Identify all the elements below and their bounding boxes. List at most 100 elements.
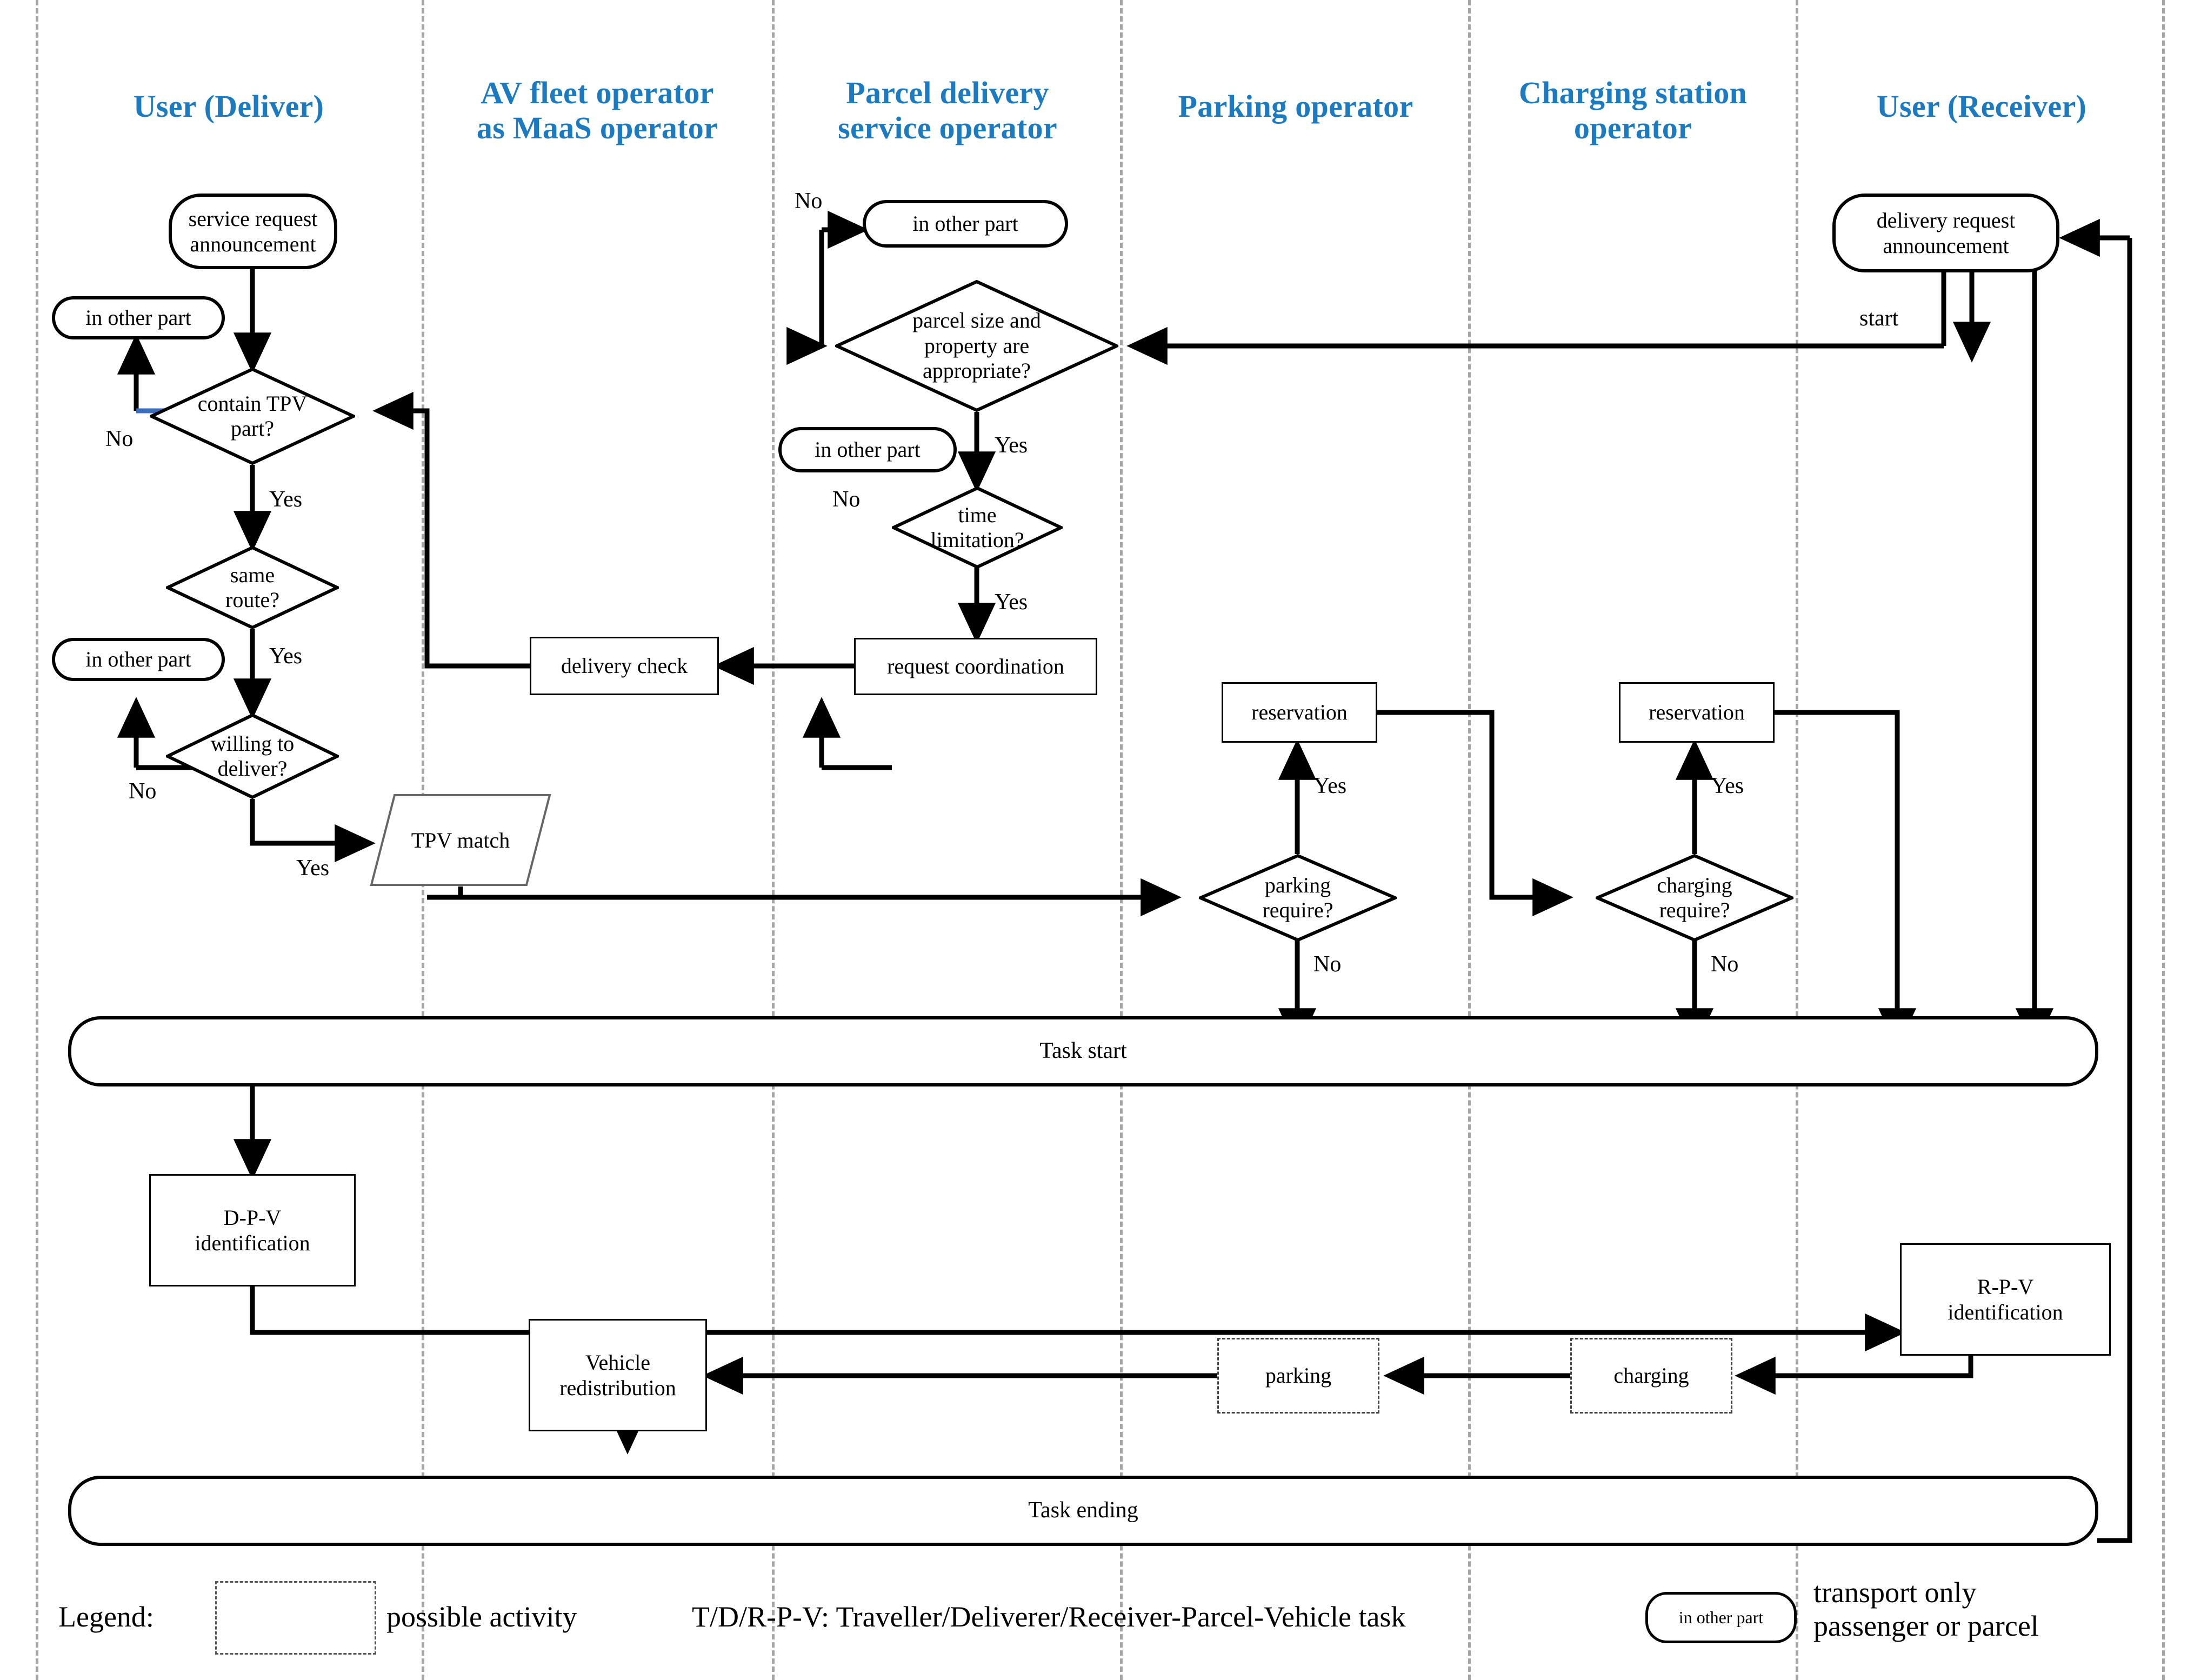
legend-abbreviation: T/D/R-P-V: Traveller/Deliverer/Receiver-…	[692, 1601, 1406, 1633]
legend-transport-line1: transport only	[1813, 1576, 1977, 1609]
node-in-other-part-4[interactable]: in other part	[778, 427, 957, 472]
edge-label-no-contain-tpv: No	[105, 426, 134, 451]
node-line2: announcement	[190, 232, 316, 256]
lane-header-parking-operator: Parking operator	[1125, 89, 1466, 124]
node-reservation-parking[interactable]: reservation	[1222, 682, 1377, 743]
edge-label-no-willing: No	[129, 779, 157, 804]
decision-label: contain TPV part?	[150, 368, 355, 465]
lane-divider-4	[1468, 0, 1471, 1680]
node-reservation-charging[interactable]: reservation	[1619, 682, 1775, 743]
node-delivery-request-announcement[interactable]: delivery request announcement	[1832, 194, 2059, 272]
edge-label-no-parcel-size: No	[795, 189, 823, 214]
edge-label-no-charging: No	[1711, 952, 1739, 977]
node-line2: identification	[195, 1231, 310, 1255]
lane-header-line2: as MaaS operator	[476, 110, 718, 145]
node-rpv-identification[interactable]: R-P-V identification	[1900, 1243, 2111, 1356]
lane-divider-right	[2162, 0, 2165, 1680]
lane-header-line: User (Receiver)	[1876, 89, 2087, 124]
edge-label-yes-same-route: Yes	[269, 644, 303, 669]
decision-line2: route?	[225, 588, 279, 612]
lane-header-user-deliver: User (Deliver)	[36, 89, 422, 124]
node-line1: service request	[188, 206, 318, 231]
node-request-coordination[interactable]: request coordination	[854, 638, 1097, 695]
lane-divider-5	[1796, 0, 1798, 1680]
edge-label-yes-time-limit: Yes	[995, 590, 1028, 615]
decision-line2: part?	[231, 416, 274, 441]
decision-line1: willing to	[210, 731, 295, 756]
legend-transport-only: transport only passenger or parcel	[1813, 1576, 2159, 1643]
decision-parking-require[interactable]: parking require?	[1199, 854, 1397, 942]
node-line2: announcement	[1883, 234, 2009, 258]
lane-header-line1: Charging station	[1518, 75, 1748, 110]
diamond-shape	[892, 486, 1063, 569]
decision-same-route[interactable]: same route?	[166, 546, 339, 629]
node-label: TPV match	[411, 828, 510, 852]
edge-label-no-time-limit: No	[832, 487, 861, 512]
decision-line2: limitation?	[930, 528, 1024, 552]
lane-header-line1: AV fleet operator	[481, 75, 714, 110]
decision-label: same route?	[166, 546, 339, 629]
edge-label-yes-parcel-size: Yes	[995, 433, 1028, 458]
node-in-other-part-3[interactable]: in other part	[863, 200, 1068, 248]
decision-line2: deliver?	[217, 756, 288, 781]
node-service-request-announcement[interactable]: service request announcement	[169, 194, 337, 269]
decision-time-limitation[interactable]: time limitation?	[892, 486, 1063, 569]
lane-divider-3	[1120, 0, 1123, 1680]
decision-label: parcel size and property are appropriate…	[835, 280, 1118, 412]
node-vehicle-redistribution[interactable]: Vehicle redistribution	[529, 1319, 707, 1431]
decision-line1: contain TPV	[197, 391, 308, 416]
node-charging[interactable]: charging	[1570, 1338, 1732, 1414]
decision-parcel-size-property[interactable]: parcel size and property are appropriate…	[835, 280, 1118, 412]
edge-label-yes-parking: Yes	[1313, 774, 1347, 798]
node-task-start[interactable]: Task start	[68, 1016, 2098, 1086]
lane-header-parcel-delivery: Parcel delivery service operator	[777, 75, 1118, 146]
node-tpv-match[interactable]: TPV match	[370, 794, 551, 886]
node-line1: D-P-V	[223, 1205, 282, 1230]
decision-willing-to-deliver[interactable]: willing to deliver?	[166, 714, 339, 799]
edge-label-yes-charging: Yes	[1711, 774, 1744, 798]
edge-label-no-parking: No	[1313, 952, 1342, 977]
diamond-shape	[166, 546, 339, 629]
node-line1: delivery request	[1876, 208, 2016, 232]
legend-possible-activity-label: possible activity	[386, 1601, 577, 1633]
lane-header-line: User (Deliver)	[133, 89, 324, 124]
decision-line2: require?	[1262, 898, 1333, 922]
legend-in-other-part-swatch: in other part	[1645, 1592, 1797, 1643]
diamond-shape	[166, 714, 339, 799]
node-in-other-part-1[interactable]: in other part	[52, 296, 225, 339]
lane-header-line2: operator	[1573, 110, 1692, 145]
decision-line3: appropriate?	[923, 358, 1031, 383]
node-line1: R-P-V	[1977, 1274, 2034, 1299]
decision-line1: time	[958, 502, 997, 527]
node-parking[interactable]: parking	[1217, 1338, 1379, 1414]
edge-label-yes-willing: Yes	[296, 856, 330, 881]
decision-contain-tpv-part[interactable]: contain TPV part?	[150, 368, 355, 465]
diamond-shape	[150, 368, 355, 465]
decision-label: willing to deliver?	[166, 714, 339, 799]
diamond-shape	[1199, 854, 1397, 942]
decision-label: charging require?	[1596, 854, 1793, 942]
node-delivery-check[interactable]: delivery check	[530, 637, 719, 695]
decision-charging-require[interactable]: charging require?	[1596, 854, 1793, 942]
node-dpv-identification[interactable]: D-P-V identification	[149, 1174, 356, 1286]
edge-label-start: start	[1859, 306, 1899, 331]
lane-header-line: Parking operator	[1178, 89, 1413, 124]
node-in-other-part-2[interactable]: in other part	[52, 638, 225, 681]
lane-header-av-fleet-operator: AV fleet operator as MaaS operator	[427, 75, 768, 146]
lane-divider-2	[772, 0, 775, 1680]
decision-line1: parcel size and	[912, 308, 1041, 333]
diamond-shape	[1596, 854, 1793, 942]
diamond-shape	[835, 280, 1118, 412]
node-line1: Vehicle	[585, 1350, 650, 1375]
node-task-ending[interactable]: Task ending	[68, 1476, 2098, 1546]
parallelogram-shape	[370, 794, 551, 886]
decision-line1: parking	[1264, 872, 1331, 897]
lane-header-line2: service operator	[838, 110, 1057, 145]
legend-possible-activity-swatch	[215, 1581, 376, 1655]
decision-line1: charging	[1657, 872, 1732, 897]
lane-header-line1: Parcel delivery	[846, 75, 1049, 110]
node-line2: redistribution	[559, 1376, 676, 1400]
edge-label-yes-contain-tpv: Yes	[269, 487, 303, 512]
lane-divider-left	[36, 0, 38, 1680]
